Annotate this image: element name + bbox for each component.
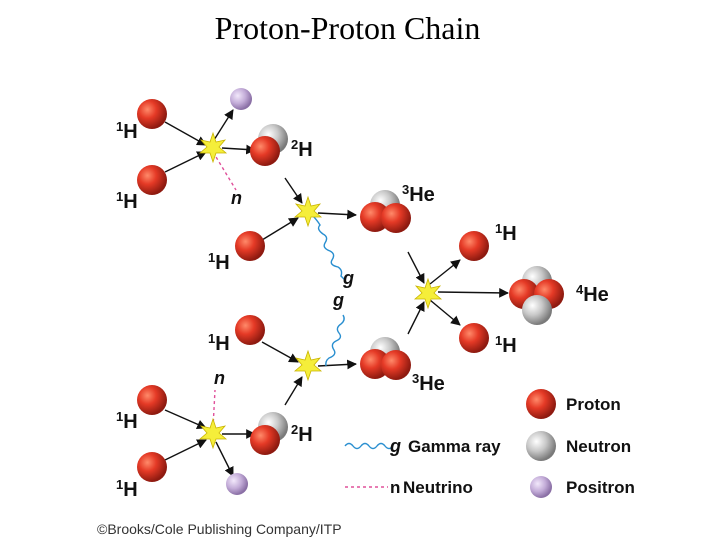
arrow-deuterium-in-top: [285, 178, 302, 203]
proton-h1-second: [137, 165, 167, 195]
arrow-he3-in-bottom: [408, 302, 424, 334]
proton-h1-out-top: [459, 231, 489, 261]
arrow-h1-out-top: [430, 260, 460, 284]
proton-h1-fifth: [137, 385, 167, 415]
legend-neutron-icon: [526, 431, 556, 461]
proton-he3-bottom-b: [381, 350, 411, 380]
arrow-he4-out: [438, 292, 508, 293]
arrow-h1-fourth-in: [262, 342, 298, 362]
label-h1-third: 1H: [208, 250, 230, 274]
arrow-deuterium-out-top: [222, 148, 255, 150]
neutrino-symbol-bottom: n: [214, 368, 225, 388]
label-h1-fourth: 1H: [208, 331, 230, 355]
label-deuterium-bottom: 2H: [291, 422, 313, 446]
arrow-he3-out-bottom: [318, 364, 356, 366]
label-he4: 4He: [576, 282, 609, 306]
label-h1-top: 1H: [116, 119, 138, 143]
proton-h1-out-bottom: [459, 323, 489, 353]
legend-neutrino-symbol: n: [390, 478, 400, 497]
gamma-symbol-top: g: [342, 268, 354, 288]
legend-neutrino-text: Neutrino: [403, 478, 473, 497]
neutrino-symbol-top: n: [231, 188, 242, 208]
credit-line: ©Brooks/Cole Publishing Company/ITP: [97, 521, 342, 537]
legend: g Gamma ray n Neutrino Proton Neutron Po…: [345, 389, 635, 498]
proton-deuterium-bottom: [250, 425, 280, 455]
label-h1-out-top: 1H: [495, 221, 517, 245]
arrow-he3-in-top: [408, 252, 424, 283]
neutrino-line-top: [213, 152, 236, 190]
positron-bottom: [226, 473, 248, 495]
legend-gamma-icon: [345, 444, 393, 449]
gamma-ray-top: [312, 215, 345, 280]
legend-positron-text: Positron: [566, 478, 635, 497]
neutron-he4-b: [522, 295, 552, 325]
legend-neutron-text: Neutron: [566, 437, 631, 456]
gamma-ray-bottom: [326, 315, 344, 366]
proton-h1-sixth: [137, 452, 167, 482]
arrow-h1-out-bottom: [430, 300, 460, 325]
arrow-h1-second-in: [165, 152, 206, 172]
proton-h1-top: [137, 99, 167, 129]
particles: [137, 88, 564, 495]
label-he3-bottom: 3He: [412, 371, 445, 395]
arrow-h1-third-in: [262, 218, 298, 240]
arrow-h1-sixth-in: [165, 440, 206, 460]
proton-h1-third: [235, 231, 265, 261]
legend-proton-icon: [526, 389, 556, 419]
label-h1-fifth: 1H: [116, 409, 138, 433]
gamma-symbol-bottom: g: [332, 290, 344, 310]
legend-positron-icon: [530, 476, 552, 498]
page-title: Proton-Proton Chain: [0, 10, 695, 47]
label-h1-second: 1H: [116, 189, 138, 213]
reaction-flashes: [200, 133, 441, 448]
legend-gamma-text: Gamma ray: [408, 437, 501, 456]
label-h1-sixth: 1H: [116, 477, 138, 501]
arrow-h1-fifth-in: [165, 410, 206, 428]
label-he3-top: 3He: [402, 182, 435, 206]
flash-bottom-middle: [295, 351, 321, 380]
label-deuterium-top: 2H: [291, 137, 313, 161]
proton-he3-top-b: [381, 203, 411, 233]
legend-proton-text: Proton: [566, 395, 621, 414]
proton-h1-fourth: [235, 315, 265, 345]
label-h1-out-bottom: 1H: [495, 333, 517, 357]
arrow-deuterium-in-bottom: [285, 377, 302, 405]
arrow-he3-out-top: [318, 213, 356, 215]
proton-deuterium-top: [250, 136, 280, 166]
arrow-h1-top-in: [165, 122, 206, 145]
arrow-positron-out-bottom: [216, 442, 233, 476]
arrow-positron-out-top: [214, 110, 233, 140]
flash-right: [415, 279, 441, 308]
positron-top: [230, 88, 252, 110]
legend-gamma-symbol: g: [389, 436, 401, 456]
